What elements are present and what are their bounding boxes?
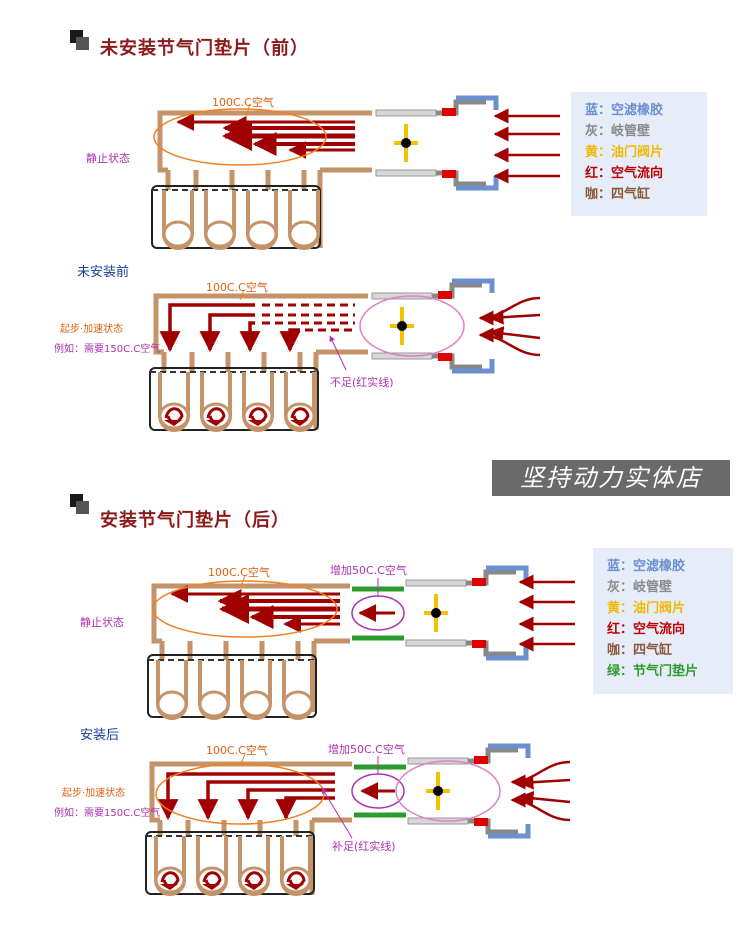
legend-item: 绿：节气门垫片: [607, 661, 719, 682]
air-volume-label: 100C.C空气: [212, 96, 274, 109]
legend-value: 空滤橡胶: [611, 103, 664, 118]
legend-item: 咖：四气缸: [585, 184, 693, 205]
legend-key: 咖：: [607, 643, 634, 658]
legend-key: 灰：: [607, 580, 634, 595]
legend-item: 咖：四气缸: [607, 640, 719, 661]
accel-example-label: 例如：需要150C.C空气: [54, 344, 161, 355]
air-volume-label: 100C.C空气: [206, 281, 268, 294]
air-volume-label: 100C.C空气: [208, 566, 270, 579]
section-caption-after: 安装后: [80, 728, 120, 743]
added-air-label: 增加50C.C空气: [330, 564, 407, 577]
legend-value: 空滤橡胶: [633, 559, 686, 574]
legend-item: 红：空气流向: [607, 619, 719, 640]
legend-key: 灰：: [585, 124, 612, 139]
legend-key: 黄：: [607, 601, 634, 616]
added-air-label: 增加50C.C空气: [328, 743, 405, 756]
after-accel-diagram: [145, 746, 571, 896]
legend-item: 黄：油门阀片: [585, 142, 693, 163]
idle-state-label: 静止状态: [80, 616, 124, 629]
section-caption-before: 未安装前: [77, 265, 130, 280]
legend-value: 岐管壁: [633, 580, 673, 595]
before-accel-diagram: [149, 281, 541, 432]
legend-item: 蓝：空滤橡胶: [607, 556, 719, 577]
accel-example-label: 例如：需要150C.C空气: [54, 808, 161, 819]
legend-item: 蓝：空滤橡胶: [585, 100, 693, 121]
section-title-after: 安装节气门垫片（后）: [100, 510, 290, 531]
legend-value: 四气缸: [633, 643, 673, 658]
legend-value: 空气流向: [611, 166, 664, 181]
shortfall-label: 不足(红实线): [330, 376, 394, 389]
legend-after: 蓝：空滤橡胶灰：岐管壁黄：油门阀片红：空气流向咖：四气缸绿：节气门垫片: [593, 548, 733, 694]
legend-before: 蓝：空滤橡胶灰：岐管壁黄：油门阀片红：空气流向咖：四气缸: [571, 92, 707, 216]
legend-key: 咖：: [585, 187, 612, 202]
legend-item: 灰：岐管壁: [585, 121, 693, 142]
legend-key: 蓝：: [585, 103, 612, 118]
legend-item: 灰：岐管壁: [607, 577, 719, 598]
legend-key: 黄：: [585, 145, 612, 160]
legend-value: 油门阀片: [611, 145, 664, 160]
supplement-label: 补足(红实线): [332, 840, 396, 853]
legend-value: 油门阀片: [633, 601, 686, 616]
air-volume-label: 100C.C空气: [206, 744, 268, 757]
legend-value: 空气流向: [633, 622, 686, 637]
legend-key: 蓝：: [607, 559, 634, 574]
legend-key: 绿：: [607, 664, 634, 679]
title-bullet-icon: [70, 30, 92, 52]
legend-key: 红：: [585, 166, 612, 181]
title-bullet-icon: [70, 494, 92, 516]
legend-item: 黄：油门阀片: [607, 598, 719, 619]
legend-item: 红：空气流向: [585, 163, 693, 184]
legend-key: 红：: [607, 622, 634, 637]
idle-state-label: 静止状态: [86, 152, 130, 165]
section-title-before: 未安装节气门垫片（前）: [100, 38, 309, 59]
legend-value: 四气缸: [611, 187, 651, 202]
watermark-banner: 坚持动力实体店: [492, 460, 730, 496]
after-idle-diagram: [147, 568, 575, 720]
accel-state-label: 起步·加速状态: [60, 324, 124, 335]
accel-state-label: 起步·加速状态: [62, 788, 126, 799]
before-idle-diagram: [151, 98, 560, 250]
legend-value: 岐管壁: [611, 124, 651, 139]
legend-value: 节气门垫片: [633, 664, 699, 679]
